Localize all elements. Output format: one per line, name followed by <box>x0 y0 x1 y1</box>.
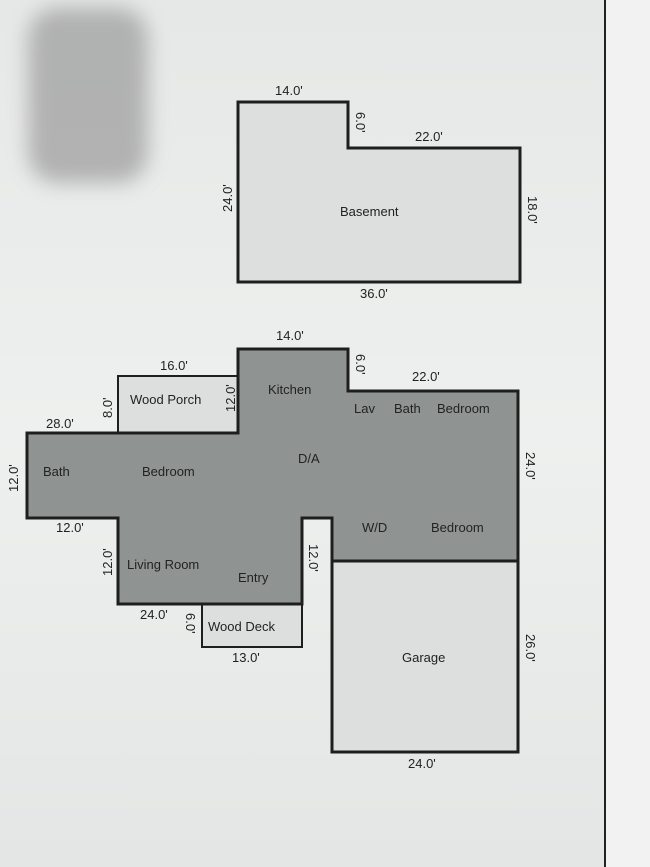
garage-label: Garage <box>402 650 445 665</box>
basement-shape <box>236 100 522 284</box>
dim-basement-bottom: 36.0' <box>360 286 388 301</box>
dim-main-right: 24.0' <box>523 452 538 480</box>
room-bedroom-upper: Bedroom <box>437 401 490 416</box>
dim-basement-top-right: 22.0' <box>415 129 443 144</box>
room-living-room: Living Room <box>127 557 199 572</box>
dim-main-left: 12.0' <box>6 464 21 492</box>
dim-kitchen-notch: 6.0' <box>353 354 368 375</box>
room-washer-dryer: W/D <box>362 520 387 535</box>
room-bedroom-left: Bedroom <box>142 464 195 479</box>
dim-garage-bottom: 24.0' <box>408 756 436 771</box>
dim-porch-right: 12.0' <box>223 384 238 412</box>
room-bath-upper: Bath <box>394 401 421 416</box>
dim-main-top-right: 22.0' <box>412 369 440 384</box>
dim-basement-right: 18.0' <box>525 196 540 224</box>
garage-shape <box>330 559 520 754</box>
wood-porch-shape <box>117 375 239 434</box>
dim-porch-left: 8.0' <box>100 397 115 418</box>
room-bedroom-lower: Bedroom <box>431 520 484 535</box>
wood-deck-label: Wood Deck <box>208 619 275 634</box>
room-entry: Entry <box>238 570 269 585</box>
dim-main-left-bottom: 12.0' <box>56 520 84 535</box>
wood-deck-shape <box>201 603 303 648</box>
page-margin <box>604 0 650 867</box>
dim-basement-left: 24.0' <box>220 184 235 212</box>
room-lav: Lav <box>354 401 375 416</box>
dim-living-left: 12.0' <box>100 548 115 576</box>
dim-deck-left: 6.0' <box>183 613 198 634</box>
dim-entry-notch: 12.0' <box>306 544 321 572</box>
dim-main-left-top: 28.0' <box>46 416 74 431</box>
dim-porch-top: 16.0' <box>160 358 188 373</box>
redacted-smudge <box>28 8 148 183</box>
room-bath-left: Bath <box>43 464 70 479</box>
dim-basement-top-left: 14.0' <box>275 83 303 98</box>
main-floor-shape <box>25 347 520 606</box>
wood-porch-label: Wood Porch <box>130 392 201 407</box>
room-kitchen: Kitchen <box>268 382 311 397</box>
dim-deck-bottom: 13.0' <box>232 650 260 665</box>
dim-basement-notch: 6.0' <box>353 112 368 133</box>
room-dining-area: D/A <box>298 451 320 466</box>
dim-garage-right: 26.0' <box>523 634 538 662</box>
dim-kitchen-top: 14.0' <box>276 328 304 343</box>
dim-main-bottom: 24.0' <box>140 607 168 622</box>
basement-label: Basement <box>340 204 399 219</box>
